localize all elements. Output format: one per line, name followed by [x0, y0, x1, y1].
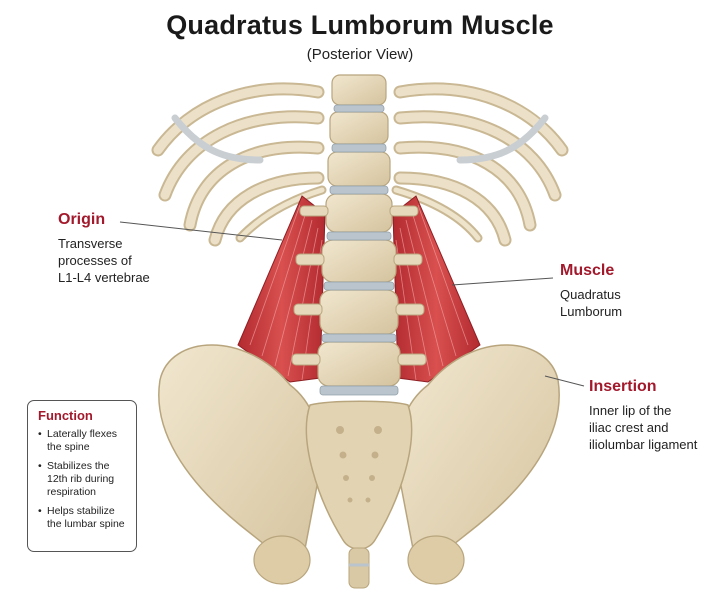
function-item: Stabilizes the 12th rib during respirati…: [38, 460, 128, 499]
function-title: Function: [38, 408, 93, 423]
hip-socket-right: [407, 535, 465, 585]
function-list: Laterally flexes the spine Stabilizes th…: [38, 428, 128, 531]
hip-socket-left: [253, 535, 311, 585]
spine: [291, 74, 427, 396]
origin-leader: [119, 221, 283, 241]
quadratus-lumborum: [237, 195, 481, 383]
pelvis: [158, 344, 560, 589]
intervertebral-discs: [319, 104, 399, 396]
origin-description: Transverse processes of L1-L4 vertebrae: [58, 236, 150, 285]
insertion-description: Inner lip of the iliac crest and iliolum…: [589, 403, 698, 452]
function-box: Function Laterally flexes the spine Stab…: [27, 400, 137, 552]
origin-title: Origin: [58, 211, 106, 228]
rib-cage: [151, 82, 569, 247]
function-item: Helps stabilize the lumbar spine: [38, 505, 128, 531]
muscle-description: Quadratus Lumborum: [560, 287, 623, 319]
muscle-title: Muscle: [560, 262, 615, 279]
leader-lines: [119, 221, 585, 387]
page-title: Quadratus Lumborum Muscle: [166, 10, 554, 40]
muscle-leader: [451, 277, 554, 286]
sacrum: [305, 400, 413, 550]
function-item: Laterally flexes the spine: [38, 428, 128, 454]
insertion-leader: [544, 375, 585, 387]
coccyx: [348, 547, 370, 589]
insertion-title: Insertion: [589, 378, 657, 395]
page-subtitle: (Posterior View): [306, 46, 414, 63]
